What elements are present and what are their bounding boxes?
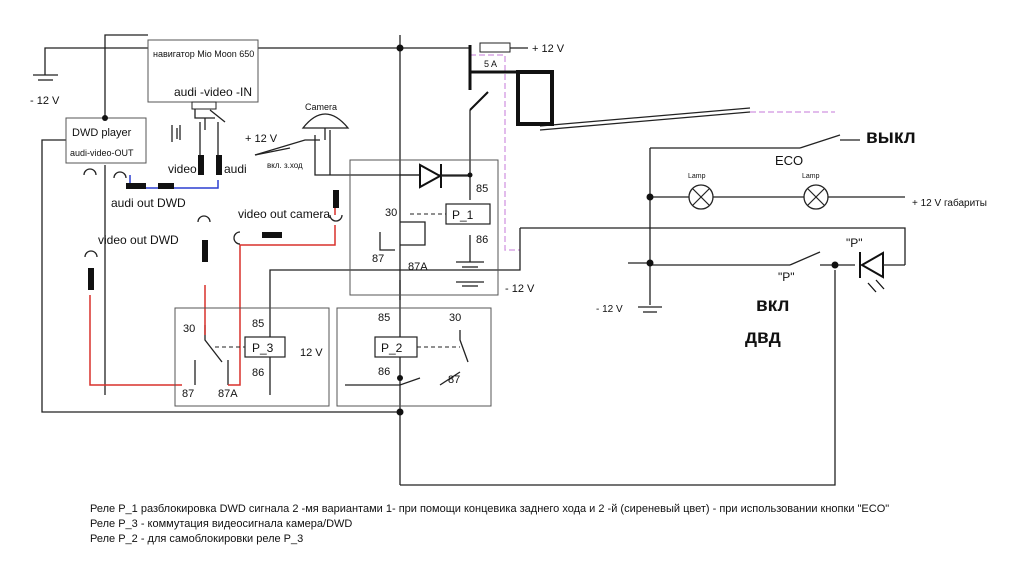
relay-linkages bbox=[215, 213, 460, 348]
label-camera: Camera bbox=[305, 102, 337, 112]
p-switch bbox=[789, 251, 821, 266]
label-minus12-ground: - 12 V bbox=[596, 304, 623, 315]
label-plus12-gabarity: + 12 V габариты bbox=[912, 197, 987, 209]
label-video-out-dwd: video out DWD bbox=[98, 233, 179, 247]
label-navigator: навигатор Mio Moon 650 bbox=[153, 49, 254, 59]
connectors bbox=[88, 155, 339, 290]
av-in-socket bbox=[191, 101, 217, 110]
label-p-switch: "P" bbox=[778, 270, 795, 284]
label-eco: ECO bbox=[775, 153, 803, 168]
note-1: Реле Р_1 разблокировка DWD сигнала 2 -мя… bbox=[90, 503, 890, 515]
label-plus12-top: + 12 V bbox=[532, 43, 565, 55]
svg-text:86: 86 bbox=[378, 366, 390, 378]
svg-text:30: 30 bbox=[183, 323, 195, 335]
svg-text:85: 85 bbox=[476, 183, 488, 195]
diode-icon bbox=[419, 163, 470, 189]
note-3: Реле Р_2 - для самоблокировки реле Р_3 bbox=[90, 533, 304, 545]
label-av-in: audi -video -IN bbox=[174, 85, 252, 99]
label-dwd-player: DWD player bbox=[72, 127, 132, 139]
relay-p3-box bbox=[174, 307, 330, 407]
lamp-icon-2 bbox=[803, 184, 829, 210]
lamp-icon-1 bbox=[688, 184, 714, 210]
relay-p2-box bbox=[336, 307, 492, 407]
svg-text:86: 86 bbox=[476, 234, 488, 246]
boxes bbox=[65, 39, 499, 407]
relay-p3-name: P_3 bbox=[252, 341, 274, 355]
note-2: Реле Р_3 - коммутация видеосигнала камер… bbox=[90, 518, 353, 530]
reverse-switch bbox=[254, 147, 291, 156]
label-audi: audi bbox=[224, 162, 247, 176]
junction-dots bbox=[102, 44, 839, 416]
violet-wire bbox=[470, 54, 835, 251]
relay-p1-labels: 30 P_1 85 86 87 87A bbox=[372, 183, 488, 273]
red-wires bbox=[89, 200, 336, 386]
label-video: video bbox=[168, 162, 197, 176]
label-fuse: 5 A bbox=[484, 59, 497, 69]
svg-text:87A: 87A bbox=[218, 388, 238, 400]
svg-text:87: 87 bbox=[182, 388, 194, 400]
label-dvd: двд bbox=[745, 327, 781, 348]
svg-text:86: 86 bbox=[252, 367, 264, 379]
relay-p2-name: P_2 bbox=[381, 341, 403, 355]
fuse bbox=[479, 42, 511, 53]
label-av-out: audi-video-OUT bbox=[70, 148, 134, 158]
relay-p3-labels: 30 85 P_3 86 87 87A bbox=[182, 318, 274, 400]
svg-text:30: 30 bbox=[385, 207, 397, 219]
ground-symbols bbox=[33, 74, 662, 313]
label-minus12-p1: - 12 V bbox=[505, 283, 535, 295]
label-reverse-switch: вкл. з.ход bbox=[267, 161, 303, 170]
label-lamp-1: Lamp bbox=[688, 173, 706, 180]
svg-text:87A: 87A bbox=[408, 261, 428, 273]
label-lamp-2: Lamp bbox=[802, 173, 820, 180]
svg-text:85: 85 bbox=[378, 312, 390, 324]
camera-icon bbox=[301, 113, 350, 140]
label-plus12-camera: + 12 V bbox=[245, 133, 278, 145]
eco-switch bbox=[799, 134, 841, 149]
svg-text:30: 30 bbox=[449, 312, 461, 324]
label-12v-p3: 12 V bbox=[300, 347, 323, 359]
label-audi-out-dwd: audi out DWD bbox=[111, 196, 186, 210]
label-video-out-camera: video out camera bbox=[238, 207, 330, 221]
label-vkl: вкл bbox=[756, 295, 790, 316]
relay-p1-name: P_1 bbox=[452, 208, 474, 222]
svg-text:87: 87 bbox=[372, 253, 384, 265]
main-relay-coil bbox=[516, 70, 554, 126]
text-labels: - 12 V навигатор Mio Moon 650 audi -vide… bbox=[30, 43, 987, 359]
plug-cups bbox=[83, 168, 343, 258]
relay-p2-labels: 85 30 P_2 86 87 bbox=[378, 312, 461, 386]
label-minus12-topleft: - 12 V bbox=[30, 95, 60, 107]
label-p-led: "P" bbox=[846, 236, 863, 250]
notes-block: Реле Р_1 разблокировка DWD сигнала 2 -мя… bbox=[90, 502, 889, 547]
svg-text:87: 87 bbox=[448, 374, 460, 386]
relay-p1-box bbox=[349, 159, 499, 296]
svg-text:85: 85 bbox=[252, 318, 264, 330]
label-vykl: выкл bbox=[866, 127, 916, 148]
led-icon bbox=[859, 251, 905, 293]
relay-coils bbox=[244, 203, 491, 358]
